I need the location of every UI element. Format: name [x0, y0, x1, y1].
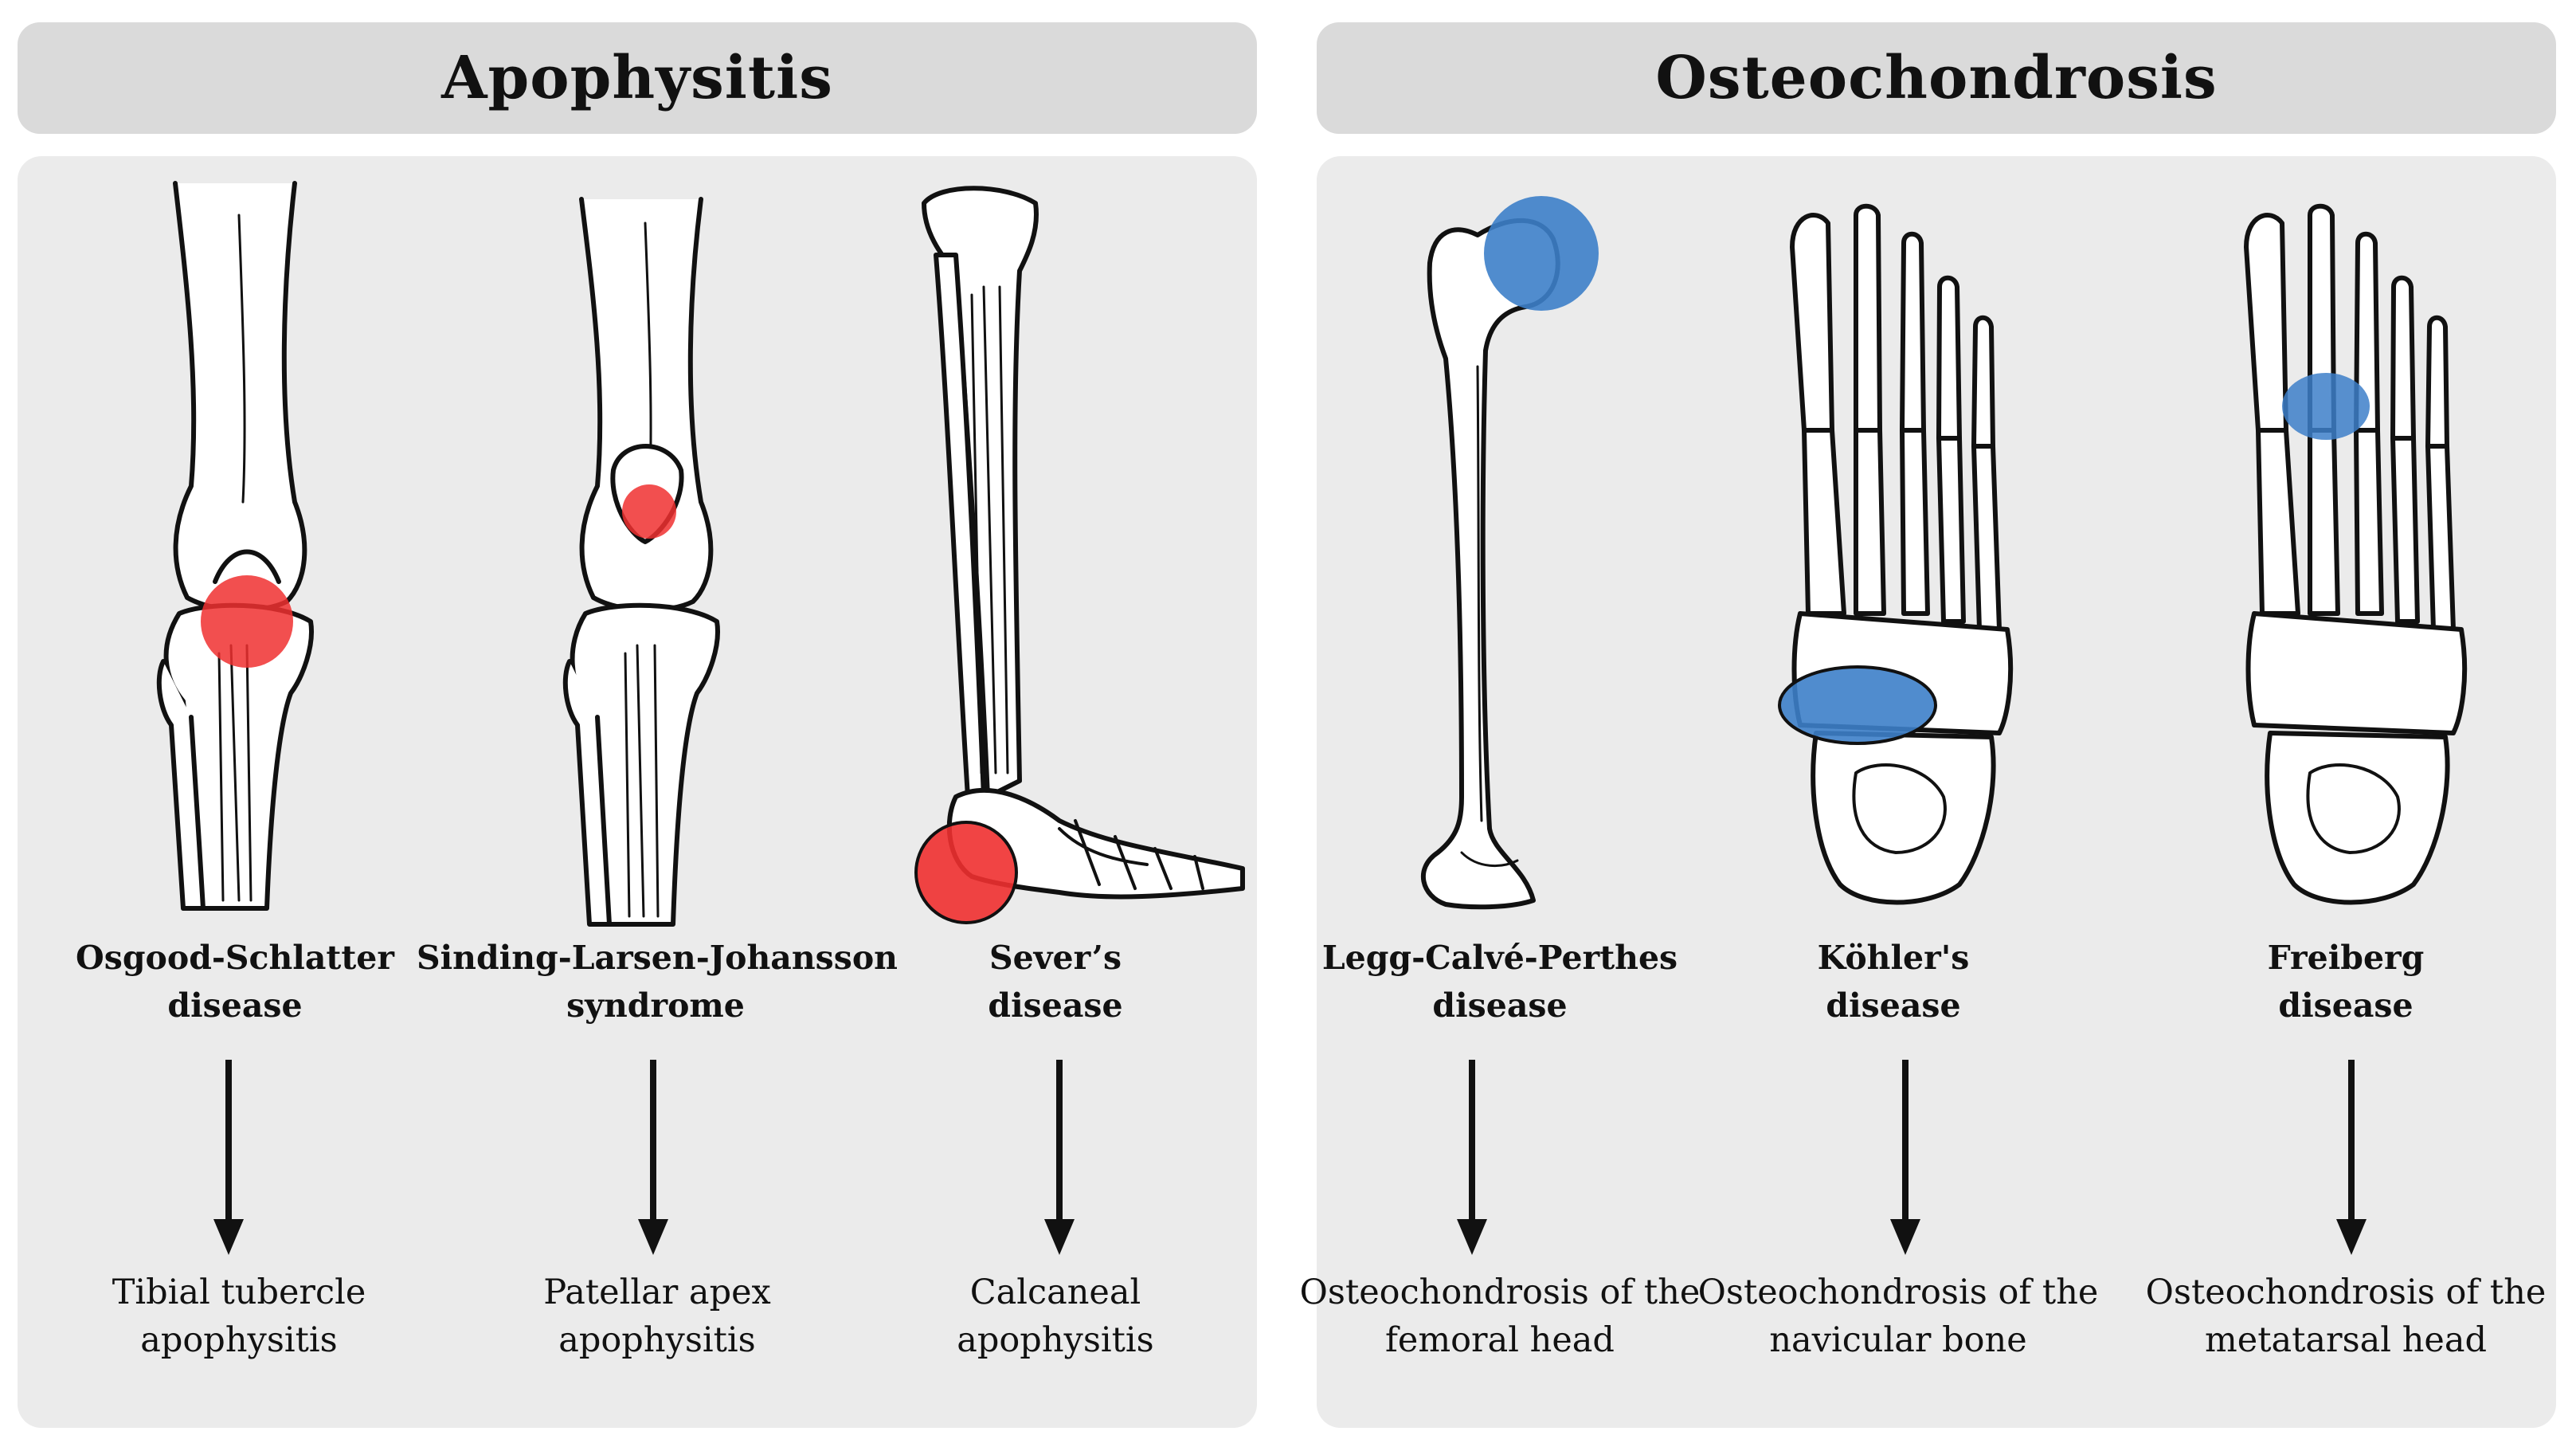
arrow-down-icon — [1039, 1060, 1079, 1262]
sinding-larsen-marker — [622, 484, 676, 539]
header-osteochondrosis-title: Osteochondrosis — [1655, 44, 2218, 112]
outcome-line-1: Calcaneal — [969, 1272, 1141, 1312]
header-apophysitis: Apophysitis — [18, 22, 1257, 134]
disease-line-1: Legg-Calvé-Perthes — [1321, 939, 1678, 977]
disease-label-sinding-larsen-johansson: Sinding-Larsen-Johansson syndrome — [417, 934, 898, 1029]
disease-line-1: Osgood-Schlatter — [76, 939, 394, 977]
freiberg-metatarsal-head-marker — [2282, 373, 2370, 440]
disease-line-2: syndrome — [566, 986, 745, 1025]
arrow-down-icon — [1452, 1060, 1492, 1262]
outcome-label-patellar-apex: Patellar apex apophysitis — [418, 1269, 896, 1364]
knee-patella-bones-illustration — [550, 167, 757, 932]
header-osteochondrosis: Osteochondrosis — [1317, 22, 2556, 134]
outcome-label-calcaneal: Calcaneal apophysitis — [816, 1269, 1294, 1364]
outcome-line-1: Osteochondrosis of the — [2145, 1272, 2547, 1312]
disease-label-legg-calve-perthes: Legg-Calvé-Perthes disease — [1261, 934, 1739, 1029]
disease-label-severs: Sever’s disease — [816, 934, 1294, 1029]
disease-line-2: disease — [988, 986, 1123, 1025]
arrow-down-icon — [1885, 1060, 1925, 1262]
foot-skeleton-illustration-kohler — [1768, 167, 2039, 932]
disease-line-2: disease — [1826, 986, 1961, 1025]
outcome-label-femoral-head: Osteochondrosis of the femoral head — [1261, 1269, 1739, 1364]
outcome-line-1: Patellar apex — [543, 1272, 771, 1312]
arrow-down-icon — [209, 1060, 249, 1262]
outcome-label-tibial-tubercle: Tibial tubercle apophysitis — [0, 1269, 478, 1364]
outcome-line-2: femoral head — [1385, 1320, 1615, 1360]
disease-line-1: Sever’s — [989, 939, 1122, 977]
arrow-down-icon — [2331, 1060, 2371, 1262]
outcome-line-1: Osteochondrosis of the — [1697, 1272, 2099, 1312]
perthes-femoral-head-marker — [1484, 196, 1599, 311]
disease-label-kohlers: Köhler's disease — [1654, 934, 2132, 1029]
arrow-down-icon — [633, 1060, 673, 1262]
header-apophysitis-title: Apophysitis — [441, 44, 833, 112]
leg-foot-bones-illustration — [908, 167, 1259, 932]
knee-bones-illustration — [143, 167, 350, 916]
disease-line-1: Sinding-Larsen-Johansson — [417, 939, 898, 977]
outcome-line-2: apophysitis — [140, 1320, 338, 1360]
femur-illustration — [1406, 167, 1629, 932]
outcome-line-1: Tibial tubercle — [112, 1272, 366, 1312]
outcome-line-2: navicular bone — [1769, 1320, 2027, 1360]
outcome-label-metatarsal-head: Osteochondrosis of the metatarsal head — [2107, 1269, 2576, 1364]
outcome-label-navicular-bone: Osteochondrosis of the navicular bone — [1659, 1269, 2137, 1364]
disease-line-1: Freiberg — [2267, 939, 2425, 977]
disease-label-osgood-schlatter: Osgood-Schlatter disease — [0, 934, 474, 1029]
disease-line-2: disease — [167, 986, 303, 1025]
kohler-navicular-marker — [1778, 665, 1937, 745]
severs-calcaneus-marker — [914, 821, 1018, 924]
disease-label-freiberg: Freiberg disease — [2107, 934, 2576, 1029]
disease-line-2: disease — [1432, 986, 1568, 1025]
outcome-line-2: apophysitis — [558, 1320, 756, 1360]
disease-line-2: disease — [2278, 986, 2414, 1025]
osgood-schlatter-marker — [201, 575, 293, 668]
outcome-line-1: Osteochondrosis of the — [1299, 1272, 1701, 1312]
outcome-line-2: metatarsal head — [2204, 1320, 2488, 1360]
foot-skeleton-illustration-freiberg — [2222, 167, 2493, 932]
disease-line-1: Köhler's — [1817, 939, 1970, 977]
outcome-line-2: apophysitis — [957, 1320, 1154, 1360]
